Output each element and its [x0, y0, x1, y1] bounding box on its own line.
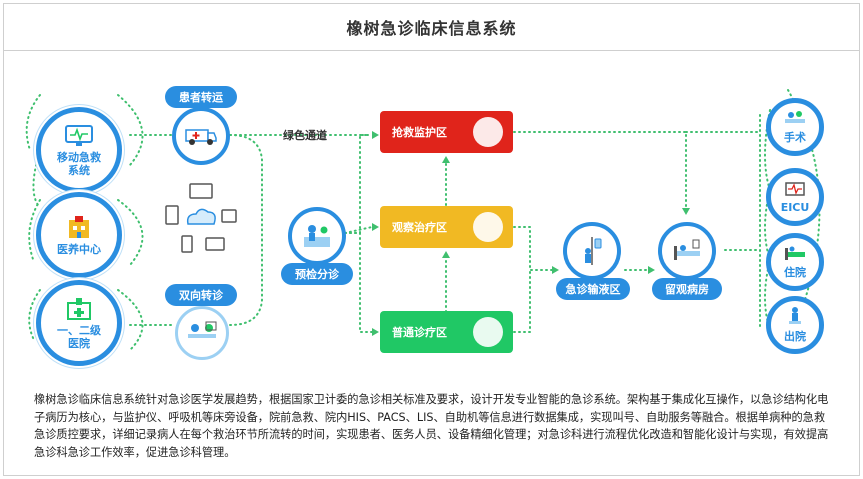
zone-observation-treatment[interactable]: 观察治疗区	[380, 206, 513, 248]
consultation-icon	[188, 321, 217, 338]
source-label: 医养中心	[57, 243, 101, 256]
destination-discharge[interactable]: 出院	[766, 296, 824, 354]
discharge-icon	[789, 307, 801, 324]
transport-pill: 患者转运	[165, 86, 237, 108]
surgery-icon	[785, 111, 805, 123]
cloud-network-icon	[165, 183, 237, 253]
referral-pill: 双向转诊	[165, 284, 237, 306]
destination-label: 手术	[784, 131, 806, 144]
infusion-node[interactable]	[563, 222, 621, 280]
page-title: 橡树急诊临床信息系统	[346, 18, 517, 38]
diagram-frame	[3, 3, 860, 476]
referral-node[interactable]	[175, 306, 229, 360]
zone-resuscitation[interactable]: 抢救监护区	[380, 111, 513, 153]
ambulance-icon	[185, 129, 217, 145]
zone-label: 抢救监护区	[392, 126, 447, 139]
triage-icon	[304, 225, 330, 247]
source-label: 移动急救 系统	[57, 150, 101, 177]
monitor-bed-icon	[473, 117, 503, 147]
observation-ward-node[interactable]	[658, 222, 716, 280]
destination-label: EICU	[780, 200, 810, 214]
triage-pill: 预检分诊	[281, 263, 353, 285]
treatment-icon	[473, 212, 503, 242]
destination-label: 住院	[784, 266, 806, 279]
infusion-pill: 急诊输液区	[556, 278, 630, 300]
monitor-icon	[65, 124, 93, 146]
clinic-icon	[67, 297, 91, 320]
green-channel-label: 绿色通道	[283, 129, 327, 142]
destination-label: 出院	[784, 330, 806, 343]
system-description: 橡树急诊临床信息系统针对急诊医学发展趋势，根据国家卫计委的急诊相关标准及要求，设…	[34, 393, 829, 459]
observation-pill: 留观病房	[652, 278, 722, 300]
destination-surgery[interactable]: 手术	[766, 98, 824, 156]
clinic-desk-icon	[473, 317, 503, 347]
transport-node[interactable]	[172, 107, 230, 165]
destination-inpatient[interactable]: 住院	[766, 233, 824, 291]
destination-eicu[interactable]: EICU	[766, 168, 824, 226]
source-mobile-emergency[interactable]: 移动急救 系统	[36, 107, 122, 193]
source-label: 一、二级 医院	[57, 323, 101, 350]
title-bar: 橡树急诊临床信息系统	[3, 3, 860, 51]
zone-label: 观察治疗区	[392, 221, 447, 234]
icu-monitor-icon	[785, 181, 805, 196]
iv-drip-icon	[585, 237, 602, 265]
zone-label: 普通诊疗区	[392, 326, 447, 339]
source-primary-hospital[interactable]: 一、二级 医院	[36, 280, 122, 366]
source-elderly-care-center[interactable]: 医养中心	[36, 192, 122, 278]
hospital-building-icon	[69, 216, 89, 238]
triage-node[interactable]	[288, 207, 346, 265]
inpatient-bed-icon	[785, 246, 805, 260]
hospital-bed-icon	[674, 239, 700, 260]
zone-general-clinic[interactable]: 普通诊疗区	[380, 311, 513, 353]
